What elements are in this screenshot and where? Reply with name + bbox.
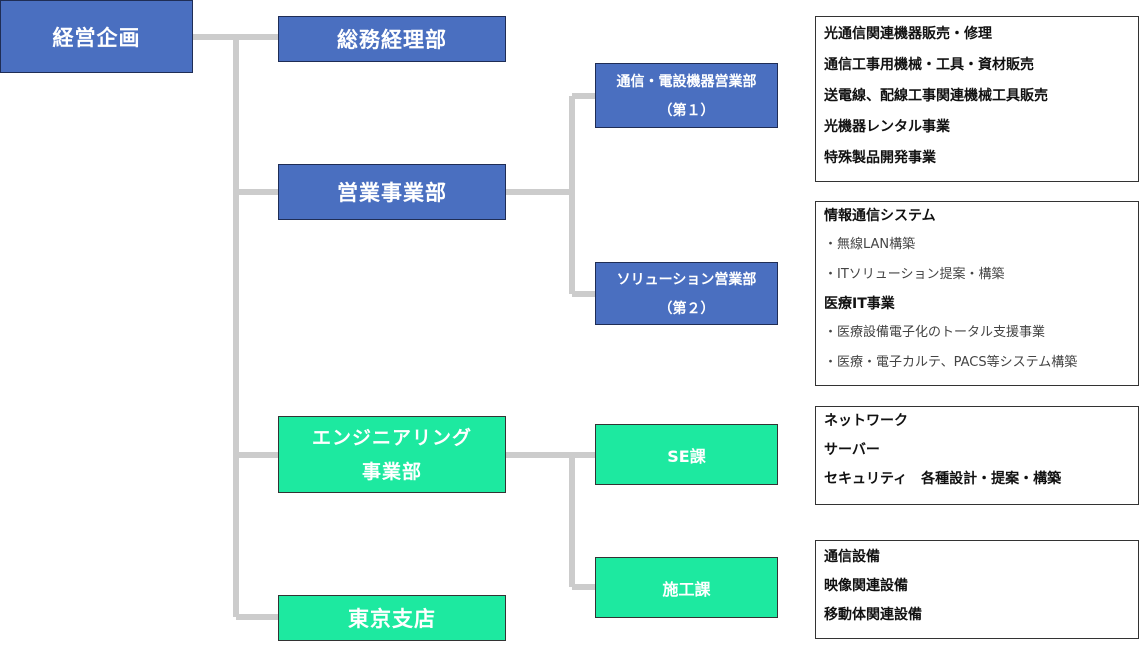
dept-label-engineering-line2: 事業部	[361, 460, 422, 483]
info-item: 光通信関連機器販売・修理	[824, 26, 992, 42]
info-item: 送電線、配線工事関連機械工具販売	[824, 88, 1048, 104]
info-item: ネットワーク	[824, 413, 908, 429]
section-box-se: SE課	[595, 424, 778, 485]
info-heading-iryo-it: 医療IT事業	[824, 296, 895, 312]
dept-label-engineering-line1: エンジニアリング	[311, 426, 472, 449]
info-box-sekou-business: 通信設備 映像関連設備 移動体関連設備	[815, 540, 1139, 639]
info-box-se-business: ネットワーク サーバー セキュリティ 各種設計・提案・構築	[815, 406, 1139, 505]
section-box-sekou: 施工課	[595, 557, 778, 618]
dept-label-eigyo-jigyo: 営業事業部	[337, 181, 447, 205]
info-item: ・無線LAN構築	[824, 237, 916, 252]
info-item: ・医療設備電子化のトータル支援事業	[824, 325, 1046, 340]
info-item: ・医療・電子カルテ、PACS等システム構築	[824, 355, 1078, 370]
section-box-solution: ソリューション営業部 （第２）	[595, 262, 778, 325]
section-label-sekou: 施工課	[662, 579, 711, 599]
section-label-se: SE課	[667, 446, 706, 466]
info-item: セキュリティ 各種設計・提案・構築	[824, 471, 1062, 487]
root-box-keiei-kikaku: 経営企画	[0, 0, 193, 73]
info-item: サーバー	[824, 442, 880, 458]
section-box-tsushin-densetsu: 通信・電設機器営業部 （第１）	[595, 63, 778, 128]
info-item: 通信設備	[824, 549, 880, 565]
info-item: 光機器レンタル事業	[824, 119, 950, 135]
dept-box-eigyo-jigyo: 営業事業部	[278, 164, 506, 220]
root-label: 経営企画	[52, 25, 141, 50]
section-label-tsushin-line2: （第１）	[658, 102, 715, 119]
dept-box-soumu-keiri: 総務経理部	[278, 16, 506, 62]
dept-box-tokyo-branch: 東京支店	[278, 595, 506, 641]
dept-box-engineering: エンジニアリング 事業部	[278, 416, 506, 493]
section-label-tsushin-line1: 通信・電設機器営業部	[616, 73, 757, 90]
info-box-tsushin-business: 光通信関連機器販売・修理 通信工事用機械・工具・資材販売 送電線、配線工事関連機…	[815, 16, 1139, 182]
info-heading-joho-tsushin: 情報通信システム	[824, 208, 936, 224]
info-item: 移動体関連設備	[824, 607, 922, 623]
info-box-solution-business: 情報通信システム ・無線LAN構築 ・ITソリューション提案・構築 医療IT事業…	[815, 201, 1139, 386]
dept-label-soumu-keiri: 総務経理部	[337, 28, 447, 52]
section-label-solution-line2: （第２）	[658, 300, 715, 317]
dept-label-tokyo-branch: 東京支店	[348, 607, 436, 631]
info-item: 通信工事用機械・工具・資材販売	[824, 57, 1034, 73]
info-item: ・ITソリューション提案・構築	[824, 267, 1005, 282]
info-item: 映像関連設備	[824, 578, 908, 594]
section-label-solution-line1: ソリューション営業部	[616, 271, 757, 288]
info-item: 特殊製品開発事業	[824, 150, 936, 166]
